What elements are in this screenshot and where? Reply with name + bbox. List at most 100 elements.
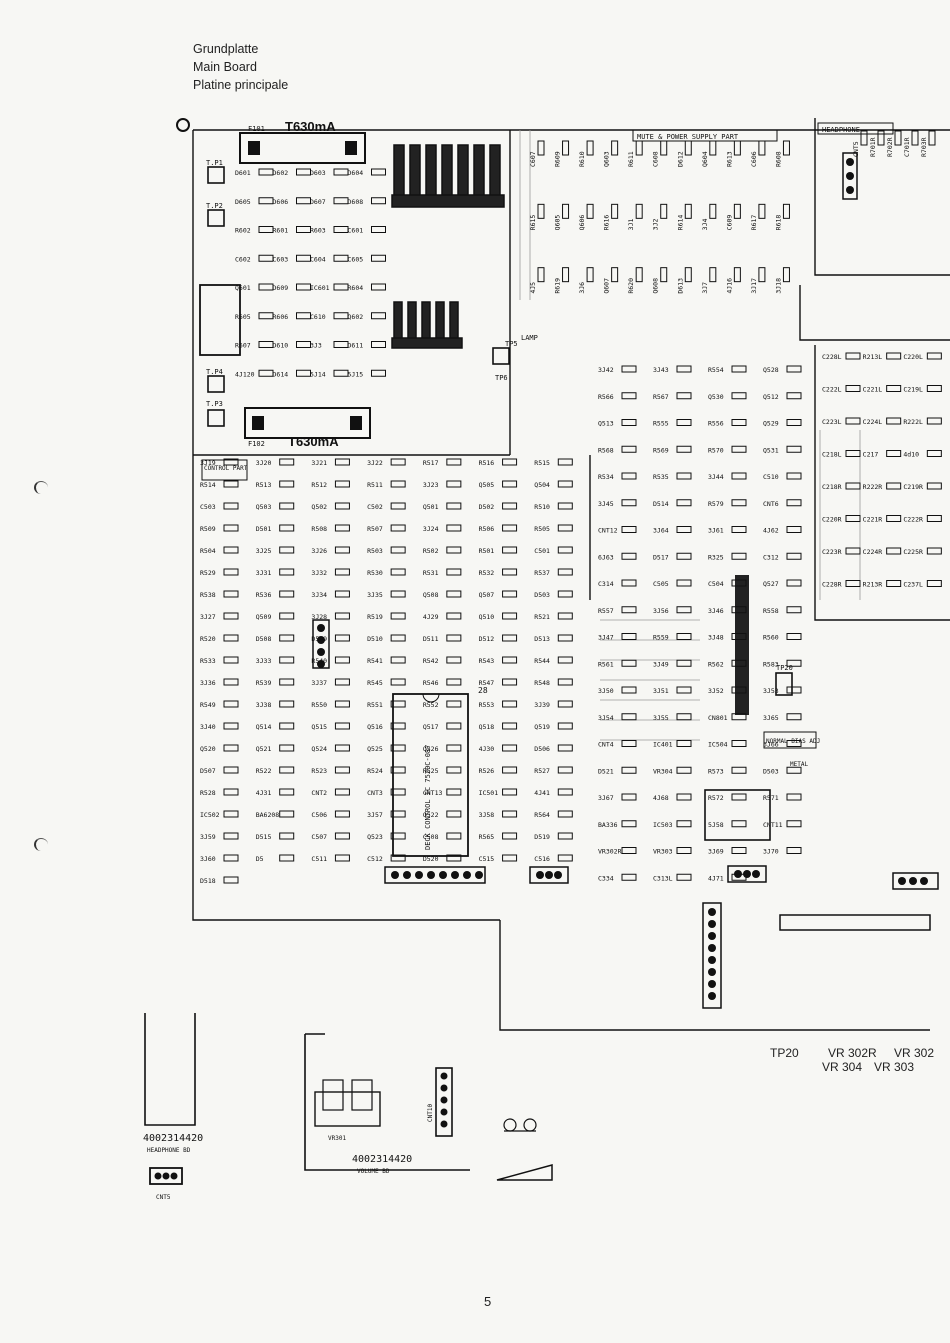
component-body <box>926 547 942 555</box>
component-body <box>611 140 619 156</box>
component-body <box>676 606 692 614</box>
component-label: C501 <box>534 547 550 555</box>
component-body <box>279 590 295 598</box>
component-body <box>446 788 462 796</box>
component-body <box>786 847 802 854</box>
component-body <box>446 678 462 686</box>
component-label: R565 <box>479 833 495 841</box>
component-label: R614 <box>676 215 684 231</box>
component-body <box>886 352 902 360</box>
fuse-f101-value: T630mA <box>285 119 336 134</box>
component-label: Q516 <box>367 723 383 731</box>
component-label: R703R <box>920 137 928 157</box>
component-body <box>621 606 637 614</box>
component-body <box>502 634 518 642</box>
component-body <box>502 766 518 774</box>
component-label: C701R <box>903 137 911 157</box>
component-label: C515 <box>479 855 495 863</box>
component-label: 3J47 <box>598 634 614 642</box>
component-label: D512 <box>479 635 495 643</box>
component-body <box>333 369 349 377</box>
component-label: C334 <box>598 874 614 882</box>
legend-vr304: VR 304 <box>822 1060 863 1074</box>
component-body <box>845 417 861 425</box>
component-body <box>786 445 802 453</box>
component-body <box>786 659 802 667</box>
component-label: Q531 <box>763 446 779 454</box>
component-label: C228L <box>822 353 842 361</box>
component-label: R222R <box>863 483 883 491</box>
component-body <box>845 547 861 555</box>
component-body <box>758 203 766 219</box>
component-body <box>223 766 239 774</box>
component-body <box>557 678 573 686</box>
component-label: IC504 <box>708 741 728 749</box>
component-body <box>684 267 692 283</box>
mute-power-label: MUTE & POWER SUPPLY PART <box>637 133 739 141</box>
component-body <box>877 130 885 146</box>
component-label: R567 <box>653 393 669 401</box>
component-label: VR302R <box>598 848 622 856</box>
component-label: R542 <box>423 657 439 665</box>
component-body <box>886 417 902 425</box>
component-body <box>502 700 518 708</box>
component-body <box>371 168 386 176</box>
component-label: 6J63 <box>598 553 614 561</box>
component-label: R611 <box>627 151 635 167</box>
component-body <box>223 810 239 818</box>
component-body <box>371 341 386 348</box>
component-body <box>333 283 349 291</box>
component-body <box>537 267 545 283</box>
connector-cnt3 <box>529 866 569 884</box>
component-label: R531 <box>423 569 439 577</box>
component-label: C220R <box>822 516 842 524</box>
punch-hole-top <box>34 481 48 494</box>
component-label: R505 <box>534 525 550 533</box>
component-label: 4J71 <box>708 874 724 882</box>
component-label: C220L <box>903 353 923 361</box>
component-body <box>676 392 692 400</box>
component-label: C225R <box>903 548 923 556</box>
cn801-connector <box>735 575 749 715</box>
component-label: R573 <box>708 767 724 775</box>
component-body <box>709 267 717 283</box>
board-outline <box>192 118 950 1031</box>
component-body <box>502 612 518 620</box>
component-label: 3J17 <box>750 278 758 294</box>
component-label: C313L <box>653 874 673 882</box>
component-label: 3J52 <box>708 687 724 695</box>
component-body <box>279 722 295 730</box>
component-body <box>926 482 942 490</box>
component-label: Q510 <box>479 613 495 621</box>
component-label: R504 <box>200 547 216 555</box>
component-label: R511 <box>367 481 383 489</box>
component-body <box>562 203 570 219</box>
component-label: Q513 <box>598 420 614 428</box>
component-body <box>786 793 802 801</box>
component-body <box>390 810 406 818</box>
component-body <box>911 130 919 146</box>
component-label: R519 <box>367 613 383 621</box>
component-label: Q523 <box>367 833 383 841</box>
component-label: Q507 <box>479 591 495 599</box>
component-label: Q522 <box>423 811 439 819</box>
component-body <box>390 656 406 664</box>
volume-cnt10-label: CNT10 <box>427 1104 434 1122</box>
component-body <box>926 352 942 360</box>
component-body <box>621 552 637 560</box>
component-label: 5J58 <box>708 821 724 829</box>
component-label: Q503 <box>256 503 272 511</box>
component-label: C228R <box>822 581 842 589</box>
component-body <box>926 385 942 392</box>
component-body <box>676 365 692 373</box>
component-body <box>845 352 861 360</box>
component-label: R549 <box>200 701 216 709</box>
component-label: R544 <box>534 657 550 665</box>
component-body <box>502 480 518 488</box>
component-label: D601 <box>235 169 251 177</box>
component-body <box>621 526 637 533</box>
component-body <box>334 854 350 862</box>
fuse-f101: F101 T630mA <box>239 119 366 164</box>
component-body <box>786 526 802 533</box>
component-label: C602 <box>235 255 251 263</box>
